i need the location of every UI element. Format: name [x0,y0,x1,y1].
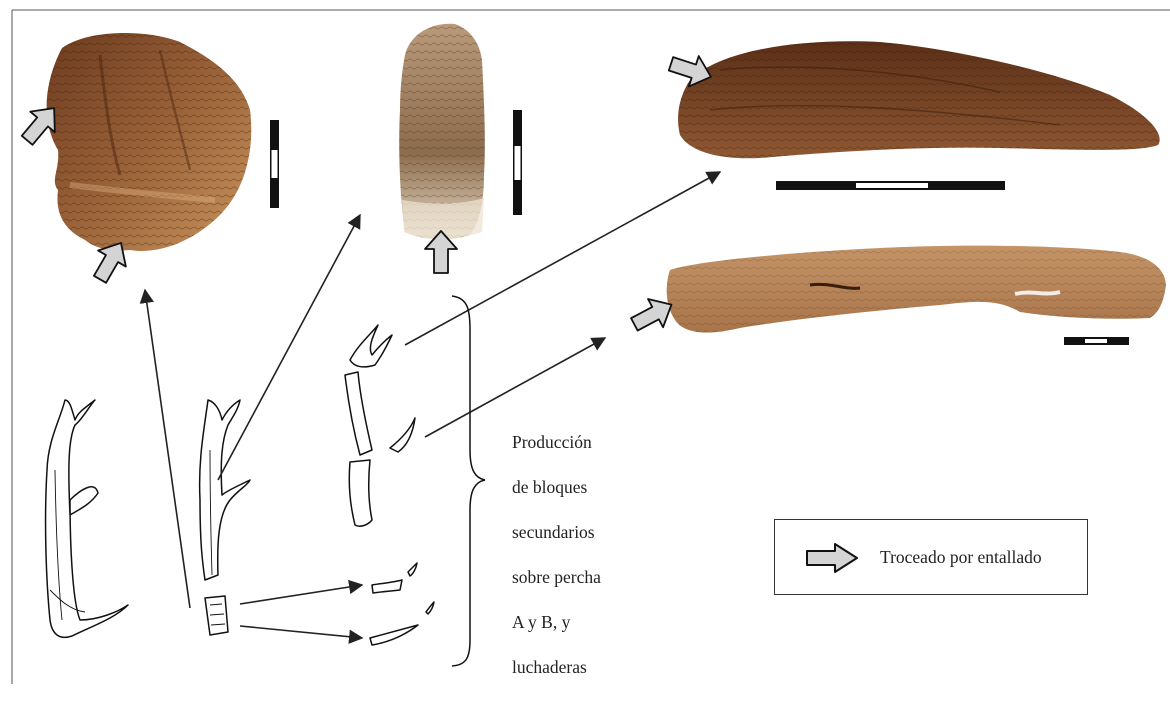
antler-drawing-segment-b [349,460,372,526]
scale-bar-3 [776,181,1005,190]
scale-bar-1 [270,120,279,208]
antler-fragment-photo-3 [678,41,1160,158]
caption-line: luchaderas [512,656,642,679]
arrow-beam-to-photo-2 [218,215,360,480]
arrow-base-to-pieces-lower [240,626,362,638]
caption-line: de bloques [512,476,642,499]
antler-fragment-photo-4 [667,246,1166,333]
curly-brace [452,296,485,666]
antler-drawing-crown [350,325,392,367]
scale-bar-2 [513,110,522,215]
antler-drawing-tine-a [390,418,415,452]
arrow-base-to-pieces-upper [240,585,362,604]
antler-drawing-small-pieces-lower [370,602,434,645]
arrow-base-to-photo-1 [145,290,190,608]
antler-drawing-full [46,400,128,637]
legend-label: Troceado por entallado [880,547,1042,568]
antler-drawing-beam [200,400,250,580]
caption-text: Producción de bloques secundarios sobre … [512,408,642,701]
antler-drawing-base-piece [205,596,228,635]
antler-fragment-photo-1 [47,33,252,251]
legend: Troceado por entallado [774,519,1088,595]
antler-drawing-small-pieces-upper [372,563,417,593]
antler-drawing-segment-a [345,372,372,455]
caption-line: Producción [512,431,642,454]
scale-bar-4 [1064,337,1129,345]
outline-arrow-right-icon [805,542,859,574]
caption-line: A y B, y [512,611,642,634]
antler-fragment-photo-2 [399,24,485,239]
caption-line: sobre percha [512,566,642,589]
caption-line: secundarios [512,521,642,544]
